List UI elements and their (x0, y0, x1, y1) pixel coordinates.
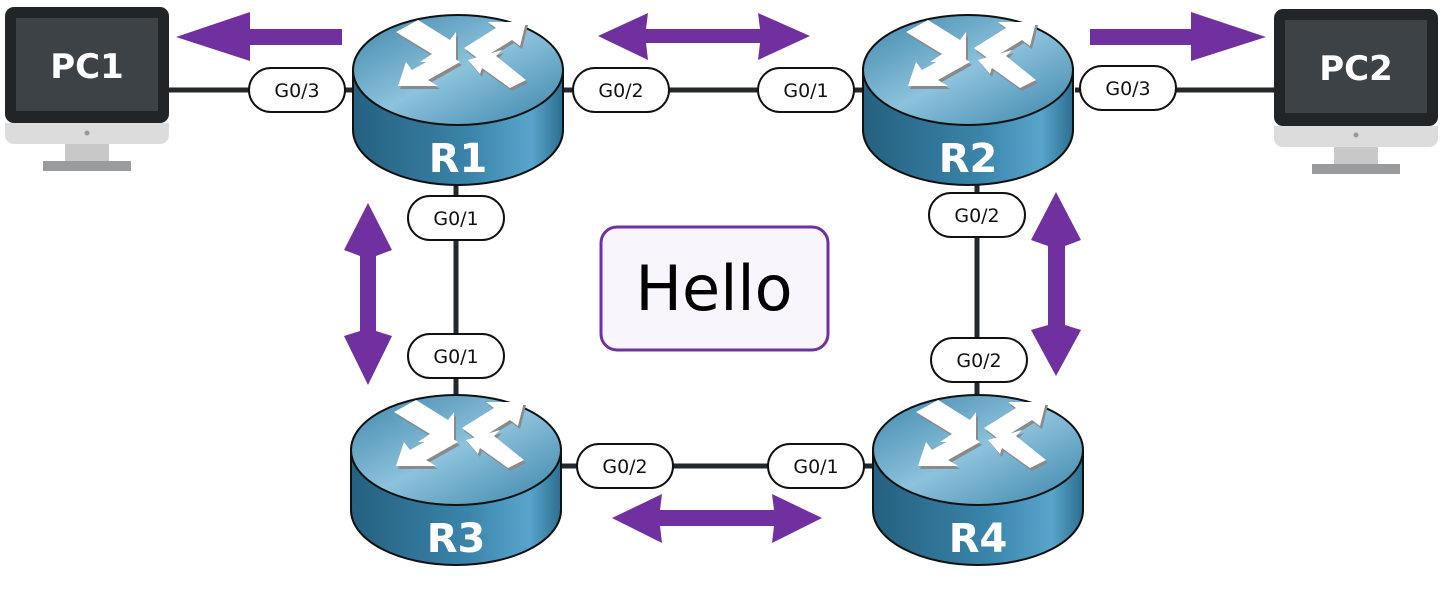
port-r1-g02: G0/2 (572, 67, 670, 113)
message-text: Hello (635, 252, 792, 325)
port-r2-g03: G0/3 (1079, 65, 1177, 111)
pc1-base (43, 161, 131, 171)
port-r1-g03: G0/3 (248, 67, 346, 113)
router-r2-label: R2 (939, 136, 998, 182)
svg-text:G0/1: G0/1 (783, 80, 828, 102)
pc1-label: PC1 (50, 47, 124, 87)
port-r1-g01: G0/1 (407, 195, 505, 241)
pc2-screen (1285, 20, 1427, 113)
router-r1-top (352, 14, 564, 126)
router-r1[interactable]: R1 (352, 14, 564, 186)
pc2-base (1312, 164, 1400, 174)
svg-text:G0/2: G0/2 (602, 456, 647, 478)
port-r4-g02: G0/2 (930, 337, 1028, 383)
arrow-bidir-r1-r2 (598, 13, 810, 60)
arrow-bidir-r1-r3 (344, 203, 392, 385)
router-r3-top (350, 394, 562, 506)
router-r1-label: R1 (429, 136, 488, 182)
svg-text:G0/1: G0/1 (433, 208, 478, 230)
port-r3-g02: G0/2 (576, 443, 674, 489)
pc1-power-dot (84, 130, 90, 136)
svg-text:G0/2: G0/2 (598, 80, 643, 102)
router-r2[interactable]: R2 (862, 14, 1074, 186)
arrow-bidir-r3-r4 (612, 494, 822, 543)
arrow-right-to-pc2 (1090, 12, 1266, 61)
port-labels: G0/3 G0/2 G0/1 G0/3 G0/1 G0/1 G0/2 G0/2 (248, 65, 1177, 489)
svg-text:G0/1: G0/1 (793, 456, 838, 478)
port-r2-g02: G0/2 (928, 192, 1026, 238)
router-r2-top (862, 14, 1074, 126)
port-r2-g01: G0/1 (757, 67, 855, 113)
router-r3-label: R3 (427, 516, 486, 562)
arrow-left-to-pc1 (176, 12, 342, 61)
pc2[interactable]: PC2 (1274, 9, 1438, 174)
flow-arrows (176, 12, 1266, 543)
message-box-frame (599, 225, 830, 352)
router-r4[interactable]: R4 (872, 394, 1084, 566)
pc1[interactable]: PC1 (5, 7, 169, 171)
pc2-stand (1334, 147, 1378, 164)
svg-text:G0/1: G0/1 (433, 346, 478, 368)
pc2-power-dot (1353, 132, 1359, 138)
router-r4-top (872, 394, 1084, 506)
port-r4-g01: G0/1 (767, 443, 865, 489)
svg-text:G0/3: G0/3 (274, 80, 319, 102)
svg-text:G0/2: G0/2 (956, 350, 1001, 372)
router-r4-label: R4 (949, 516, 1008, 562)
arrow-bidir-r2-r4 (1031, 192, 1081, 376)
svg-text:G0/2: G0/2 (954, 205, 999, 227)
pc2-label: PC2 (1319, 49, 1393, 89)
pc1-screen (16, 18, 158, 111)
port-r3-g01: G0/1 (407, 333, 505, 379)
message-box: Hello (599, 225, 830, 352)
router-r3[interactable]: R3 (350, 394, 562, 566)
pc1-stand (65, 144, 109, 161)
svg-text:G0/3: G0/3 (1105, 78, 1150, 100)
